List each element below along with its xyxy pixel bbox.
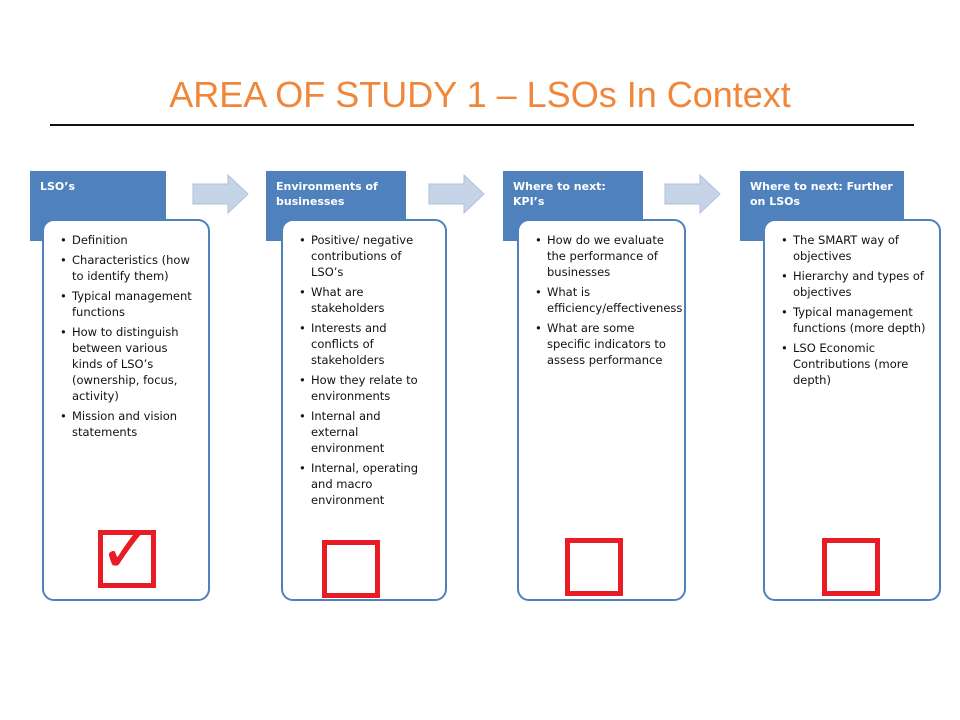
slide-title: AREA OF STUDY 1 – LSOs In Context xyxy=(169,74,791,115)
step-items-2: • Positive/ negative contributions of LSO… xyxy=(299,232,431,512)
bullet-icon: • xyxy=(60,409,67,423)
list-item-text: How to distinguish between various kinds… xyxy=(72,325,179,403)
bullet-icon: • xyxy=(299,461,306,475)
list-item-text: How do we evaluate the performance of bu… xyxy=(547,233,664,279)
empty-checkbox xyxy=(822,538,880,596)
list-item-text: How they relate to environments xyxy=(311,373,418,403)
list-item: • How they relate to environments xyxy=(299,372,431,404)
list-item-text: Interests and conflicts of stakeholders xyxy=(311,321,387,367)
step-panel-3 xyxy=(517,219,686,601)
list-item: • Hierarchy and types of objectives xyxy=(781,268,933,300)
checkmark-icon: ✓ xyxy=(99,511,155,588)
list-item-text: What are some specific indicators to ass… xyxy=(547,321,666,367)
bullet-icon: • xyxy=(299,285,306,299)
list-item-text: Internal, operating and macro environmen… xyxy=(311,461,419,507)
list-item-text: Definition xyxy=(72,233,128,247)
list-item-text: Typical management functions (more depth… xyxy=(793,305,926,335)
list-item-text: Hierarchy and types of objectives xyxy=(793,269,924,299)
empty-checkbox xyxy=(565,538,623,596)
bullet-icon: • xyxy=(781,341,788,355)
list-item: • How do we evaluate the performance of b… xyxy=(535,232,673,280)
step-panel-1 xyxy=(42,219,210,601)
bullet-icon: • xyxy=(60,253,67,267)
bullet-icon: • xyxy=(299,321,306,335)
bullet-icon: • xyxy=(781,269,788,283)
right-arrow-icon xyxy=(664,174,721,214)
right-arrow-icon xyxy=(192,174,249,214)
list-item: • Internal, operating and macro environme… xyxy=(299,460,431,508)
bullet-icon: • xyxy=(299,409,306,423)
bullet-icon: • xyxy=(781,233,788,247)
step-panel-4 xyxy=(763,219,941,601)
bullet-icon: • xyxy=(781,305,788,319)
list-item: • Characteristics (how to identify them) xyxy=(60,252,195,284)
step-items-3: • How do we evaluate the performance of b… xyxy=(535,232,682,372)
list-item-text: LSO Economic Contributions (more depth) xyxy=(793,341,909,387)
list-item: • Positive/ negative contributions of LSO… xyxy=(299,232,431,280)
checked-checkbox: ✓ xyxy=(98,517,156,588)
bullet-icon: • xyxy=(535,233,542,247)
list-item: • How to distinguish between various kind… xyxy=(60,324,195,404)
list-item-text: Internal and external environment xyxy=(311,409,385,455)
list-item-text: Typical management functions xyxy=(72,289,192,319)
list-item: • Typical management functions (more dept… xyxy=(781,304,933,336)
list-item: • What are stakeholders xyxy=(299,284,431,316)
bullet-icon: • xyxy=(299,233,306,247)
empty-checkbox xyxy=(322,540,380,598)
list-item: • What are some specific indicators to as… xyxy=(535,320,673,368)
right-arrow-icon xyxy=(428,174,485,214)
list-item: • Definition xyxy=(60,232,195,248)
list-item: • What is efficiency/effectiveness xyxy=(535,284,682,316)
list-item-text: What is efficiency/effectiveness xyxy=(547,285,683,315)
bullet-icon: • xyxy=(60,325,67,339)
step-panel-2 xyxy=(281,219,447,601)
list-item-text: What are stakeholders xyxy=(311,285,385,315)
step-items-4: • The SMART way of objectives • Hierarchy a… xyxy=(781,232,933,392)
title-underline xyxy=(50,124,914,126)
list-item: • Interests and conflicts of stakeholders xyxy=(299,320,431,368)
list-item: • LSO Economic Contributions (more depth) xyxy=(781,340,933,388)
list-item-text: Positive/ negative contributions of LSO’… xyxy=(311,233,414,279)
list-item: • Mission and vision statements xyxy=(60,408,195,440)
list-item: • Typical management functions xyxy=(60,288,195,320)
list-item: • The SMART way of objectives xyxy=(781,232,933,264)
bullet-icon: • xyxy=(535,321,542,335)
list-item-text: Mission and vision statements xyxy=(72,409,178,439)
bullet-icon: • xyxy=(60,233,67,247)
list-item-text: Characteristics (how to identify them) xyxy=(72,253,190,283)
bullet-icon: • xyxy=(60,289,67,303)
list-item-text: The SMART way of objectives xyxy=(793,233,899,263)
bullet-icon: • xyxy=(299,373,306,387)
list-item: • Internal and external environment xyxy=(299,408,431,456)
step-items-1: • Definition • Characteristics (how to iden… xyxy=(60,232,195,444)
bullet-icon: • xyxy=(535,285,542,299)
